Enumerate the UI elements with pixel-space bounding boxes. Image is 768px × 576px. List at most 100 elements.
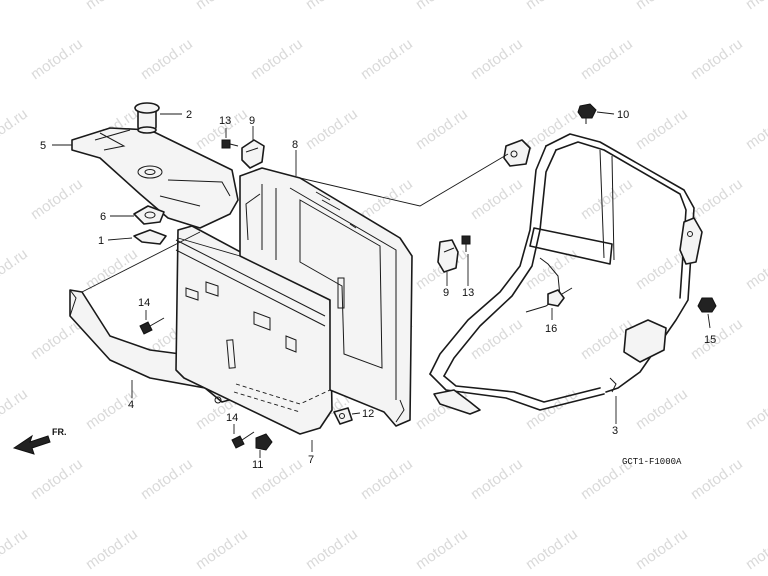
watermark-text: motod.ru <box>138 35 196 83</box>
callout-2-label: 2 <box>186 109 192 121</box>
watermark-text: motod.ru <box>28 35 86 83</box>
watermark-text: motod.ru <box>413 525 471 573</box>
part-9-bracket-lower <box>437 239 459 273</box>
callout-14-upper: 14 <box>138 297 150 320</box>
watermark-text: motod.ru <box>523 0 581 13</box>
callout-3: 3 <box>612 396 618 437</box>
watermark-text: motod.ru <box>413 105 471 153</box>
callout-5-label: 5 <box>40 140 46 152</box>
watermark-text: motod.ru <box>633 105 691 153</box>
watermark-text: motod.ru <box>193 0 251 13</box>
callout-4-label: 4 <box>128 399 134 411</box>
part-16-bolt <box>547 287 573 307</box>
watermark-text: motod.ru <box>743 105 768 153</box>
callout-8-label: 8 <box>292 139 298 151</box>
watermark-text: motod.ru <box>28 455 86 503</box>
watermark-text: motod.ru <box>688 35 746 83</box>
part-8-rear-box <box>239 167 413 427</box>
callout-6: 6 <box>100 211 134 223</box>
part-13-bolt-upper <box>221 139 239 149</box>
part-15-nut <box>697 297 717 313</box>
watermark-text: motod.ru <box>633 385 691 433</box>
watermark-text: motod.ru <box>358 35 416 83</box>
watermark-text: motod.ru <box>248 35 306 83</box>
callout-10: 10 <box>596 109 629 121</box>
callout-13-lower: 13 <box>462 254 474 299</box>
watermark-text: motod.ru <box>468 315 526 363</box>
watermark-text: motod.ru <box>688 455 746 503</box>
callout-5: 5 <box>40 140 72 152</box>
part-6-clip <box>133 205 165 225</box>
watermark-text: motod.ru <box>523 525 581 573</box>
part-14-screw-upper <box>139 317 165 335</box>
part-7-front-box <box>175 225 333 435</box>
callout-13-upper: 13 <box>219 115 231 138</box>
watermark-text: motod.ru <box>523 105 581 153</box>
watermark-text: motod.ru <box>578 35 636 83</box>
watermark-text: motod.ru <box>688 175 746 223</box>
watermark-text: motod.ru <box>468 455 526 503</box>
front-direction-arrow: FR. <box>12 427 67 455</box>
part-9-bracket-upper <box>241 139 265 169</box>
watermark-text: motod.ru <box>0 105 31 153</box>
callout-9-upper-label: 9 <box>249 115 255 127</box>
watermark-text: motod.ru <box>743 0 768 13</box>
watermark-text: motod.ru <box>28 175 86 223</box>
callout-1-label: 1 <box>98 235 104 247</box>
watermark-text: motod.ru <box>193 525 251 573</box>
watermark-text: motod.ru <box>523 385 581 433</box>
part-10-bolt <box>577 103 597 124</box>
diagram-code: GCT1-F1000A <box>622 457 682 467</box>
callout-2: 2 <box>160 109 192 121</box>
callout-3-label: 3 <box>612 425 618 437</box>
callout-16-label: 16 <box>545 323 557 335</box>
callout-6-label: 6 <box>100 211 106 223</box>
watermark-text: motod.ru <box>743 385 768 433</box>
callout-16: 16 <box>545 308 557 335</box>
part-3-frame <box>429 133 703 415</box>
watermark-text: motod.ru <box>468 35 526 83</box>
callout-15-label: 15 <box>704 334 716 346</box>
watermark-text: motod.ru <box>688 315 746 363</box>
part-2-cap <box>134 102 160 134</box>
watermark-text: motod.ru <box>523 245 581 293</box>
callout-10-label: 10 <box>617 109 629 121</box>
callout-12: 12 <box>351 408 374 420</box>
callout-layer: 1 2 3 4 5 6 7 8 <box>40 109 716 471</box>
direction-label: FR. <box>52 427 67 437</box>
watermark-text: motod.ru <box>0 525 31 573</box>
callout-15: 15 <box>704 313 716 346</box>
watermark-text: motod.ru <box>358 175 416 223</box>
watermark-text: motod.ru <box>303 0 361 13</box>
callout-13-upper-label: 13 <box>219 115 231 127</box>
watermark-text: motod.ru <box>633 0 691 13</box>
callout-7-label: 7 <box>308 454 314 466</box>
watermark-text: motod.ru <box>83 245 141 293</box>
callout-9-lower-label: 9 <box>443 287 449 299</box>
callout-13-lower-label: 13 <box>462 287 474 299</box>
part-13-bolt-lower <box>461 235 471 252</box>
watermark-text: motod.ru <box>413 0 471 13</box>
callout-11: 11 <box>252 450 263 471</box>
watermark-text: motod.ru <box>0 245 31 293</box>
part-11-bolt <box>255 433 273 451</box>
callout-1: 1 <box>98 235 133 247</box>
part-12-nut <box>333 407 353 425</box>
callout-7: 7 <box>308 440 314 466</box>
callout-14-lower: 14 <box>226 412 238 434</box>
watermark-text: motod.ru <box>743 525 768 573</box>
watermark-text: motod.ru <box>358 455 416 503</box>
part-1-spring <box>133 229 167 245</box>
watermark-text: motod.ru <box>578 175 636 223</box>
watermark-text: motod.ru <box>83 0 141 13</box>
watermark-text: motod.ru <box>138 455 196 503</box>
watermark-text: motod.ru <box>303 105 361 153</box>
callout-14-upper-label: 14 <box>138 297 150 309</box>
watermark-text: motod.ru <box>633 525 691 573</box>
watermark-text: motod.ru <box>0 385 31 433</box>
callout-14-lower-label: 14 <box>226 412 238 424</box>
part-14-screw-lower <box>231 431 255 449</box>
watermark-text: motod.ru <box>83 525 141 573</box>
